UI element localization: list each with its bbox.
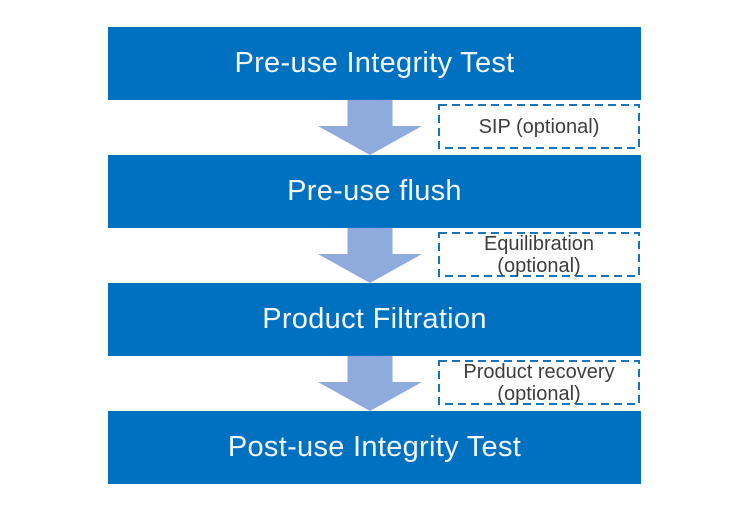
step-label: Pre-use Integrity Test <box>234 47 515 79</box>
step-box-product-filtration: Product Filtration <box>108 283 641 356</box>
optional-step-label: Equilibration (optional) <box>438 232 640 277</box>
optional-step-line: SIP (optional) <box>478 115 600 138</box>
optional-step-line: Equilibration <box>483 232 595 255</box>
step-label: Product Filtration <box>262 303 487 335</box>
dashed-border <box>438 104 640 149</box>
down-arrow-icon <box>318 228 422 283</box>
optional-step-label: SIP (optional) <box>438 104 640 149</box>
optional-step-line: (optional) <box>497 382 581 405</box>
optional-step-label: Product recovery (optional) <box>438 360 640 405</box>
step-label: Post-use Integrity Test <box>227 431 522 463</box>
optional-step-box-product-recovery: Product recovery (optional) <box>438 360 640 405</box>
down-arrow-icon <box>318 356 422 411</box>
step-box-pre-use-integrity-test: Pre-use Integrity Test <box>108 27 641 100</box>
step-box-post-use-integrity-test: Post-use Integrity Test <box>108 411 641 484</box>
dashed-border <box>438 360 640 405</box>
down-arrow-icon <box>318 100 422 155</box>
optional-step-line: (optional) <box>497 254 581 277</box>
optional-step-box-sip: SIP (optional) <box>438 104 640 149</box>
optional-step-line: Product recovery <box>463 360 615 383</box>
optional-step-box-equilibration: Equilibration (optional) <box>438 232 640 277</box>
dashed-border <box>438 232 640 277</box>
step-box-pre-use-flush: Pre-use flush <box>108 155 641 228</box>
step-label: Pre-use flush <box>287 175 462 207</box>
